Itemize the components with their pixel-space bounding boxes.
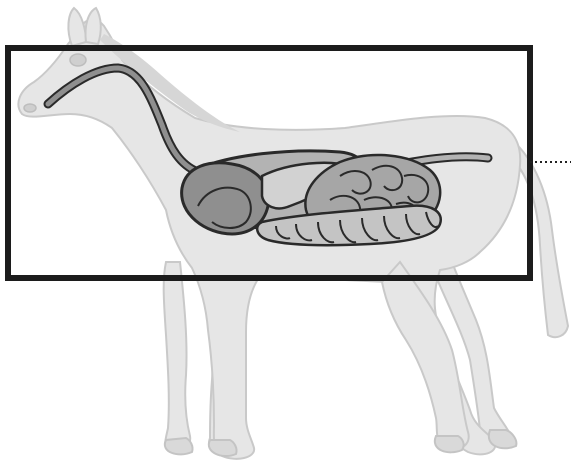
horse-nostril [24,104,36,112]
horse-eye [70,54,86,66]
horse-ear-left [68,8,86,46]
hoof-far-hind [489,430,517,448]
hoof-far-front [209,440,237,456]
near-front-leg [164,262,191,453]
horse-ear-right [85,8,100,44]
hoof-near-front [165,438,193,454]
hoof-near-hind [435,436,464,452]
